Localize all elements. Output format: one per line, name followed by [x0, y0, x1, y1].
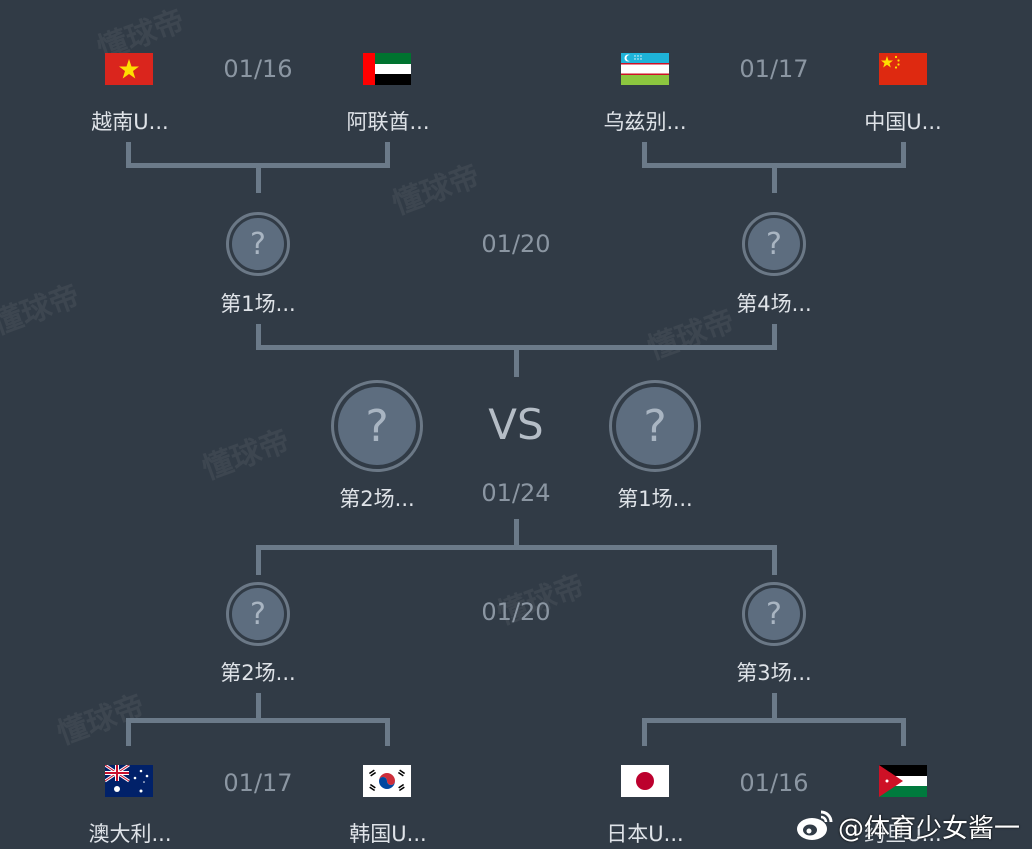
bracket-line [642, 718, 647, 746]
bracket-line [772, 324, 777, 350]
china-flag [879, 53, 927, 85]
bracket-line [772, 550, 777, 575]
watermark: 懂球帝 [387, 158, 485, 223]
bracket-line [642, 142, 647, 168]
bracket-line [256, 168, 261, 193]
japan-flag [621, 765, 669, 797]
vs-label: VS [488, 400, 544, 449]
question-icon: ? [616, 387, 694, 465]
bracket-line [256, 693, 261, 720]
vietnam-flag [105, 53, 153, 85]
match-placeholder-name[interactable]: 第1场... [617, 487, 693, 511]
bracket-line [514, 350, 519, 377]
team-name[interactable]: 约旦U... [864, 822, 942, 846]
unknown-team-circle[interactable]: ? [609, 380, 701, 472]
bracket-line [772, 693, 777, 720]
match-date: 01/17 [739, 55, 809, 83]
unknown-team-circle[interactable]: ? [331, 380, 423, 472]
final-date: 01/24 [481, 479, 551, 507]
unknown-team-circle[interactable]: ? [226, 582, 290, 646]
question-icon: ? [748, 588, 800, 640]
unknown-team-circle[interactable]: ? [742, 212, 806, 276]
bracket-line [514, 519, 519, 547]
uzbekistan-flag [621, 53, 669, 85]
bracket-line [772, 168, 777, 193]
team-name[interactable]: 澳大利... [88, 822, 172, 846]
match-placeholder-name[interactable]: 第2场... [339, 487, 415, 511]
match-placeholder-name[interactable]: 第1场... [220, 292, 296, 316]
bracket-line [256, 550, 261, 575]
match-placeholder-name[interactable]: 第2场... [220, 661, 296, 685]
question-icon: ? [748, 218, 800, 270]
bracket-line [126, 163, 390, 168]
team-name[interactable]: 中国U... [864, 110, 942, 134]
bracket-line [126, 718, 390, 723]
question-icon: ? [338, 387, 416, 465]
bracket-line [126, 142, 131, 168]
unknown-team-circle[interactable]: ? [742, 582, 806, 646]
bracket-line [642, 163, 906, 168]
weibo-credit: @体育少女酱一 [838, 814, 1021, 844]
bracket-line [126, 718, 131, 746]
watermark: 懂球帝 [0, 278, 85, 343]
team-name[interactable]: 乌兹别... [603, 110, 687, 134]
match-placeholder-name[interactable]: 第3场... [736, 661, 812, 685]
watermark: 懂球帝 [52, 688, 150, 753]
bracket-line [385, 142, 390, 168]
uae-flag [363, 53, 411, 85]
korea-flag [363, 765, 411, 797]
team-name[interactable]: 阿联酋... [346, 110, 430, 134]
team-name[interactable]: 越南U... [91, 110, 169, 134]
match-date: 01/17 [223, 769, 293, 797]
team-name[interactable]: 日本U... [606, 822, 684, 846]
jordan-flag [879, 765, 927, 797]
match-date: 01/16 [739, 769, 809, 797]
bracket-line [256, 545, 777, 550]
bracket-line [256, 324, 261, 350]
match-date: 01/16 [223, 55, 293, 83]
team-name[interactable]: 韩国U... [349, 822, 427, 846]
bracket-line [642, 718, 906, 723]
question-icon: ? [232, 588, 284, 640]
bracket-line [901, 718, 906, 746]
bracket-line [256, 345, 777, 350]
weibo-icon [795, 808, 835, 846]
bracket-line [385, 718, 390, 746]
unknown-team-circle[interactable]: ? [226, 212, 290, 276]
bracket-line [901, 142, 906, 168]
match-date: 01/20 [481, 598, 551, 626]
watermark: 懂球帝 [197, 423, 295, 488]
question-icon: ? [232, 218, 284, 270]
match-placeholder-name[interactable]: 第4场... [736, 292, 812, 316]
australia-flag [105, 765, 153, 797]
match-date: 01/20 [481, 230, 551, 258]
